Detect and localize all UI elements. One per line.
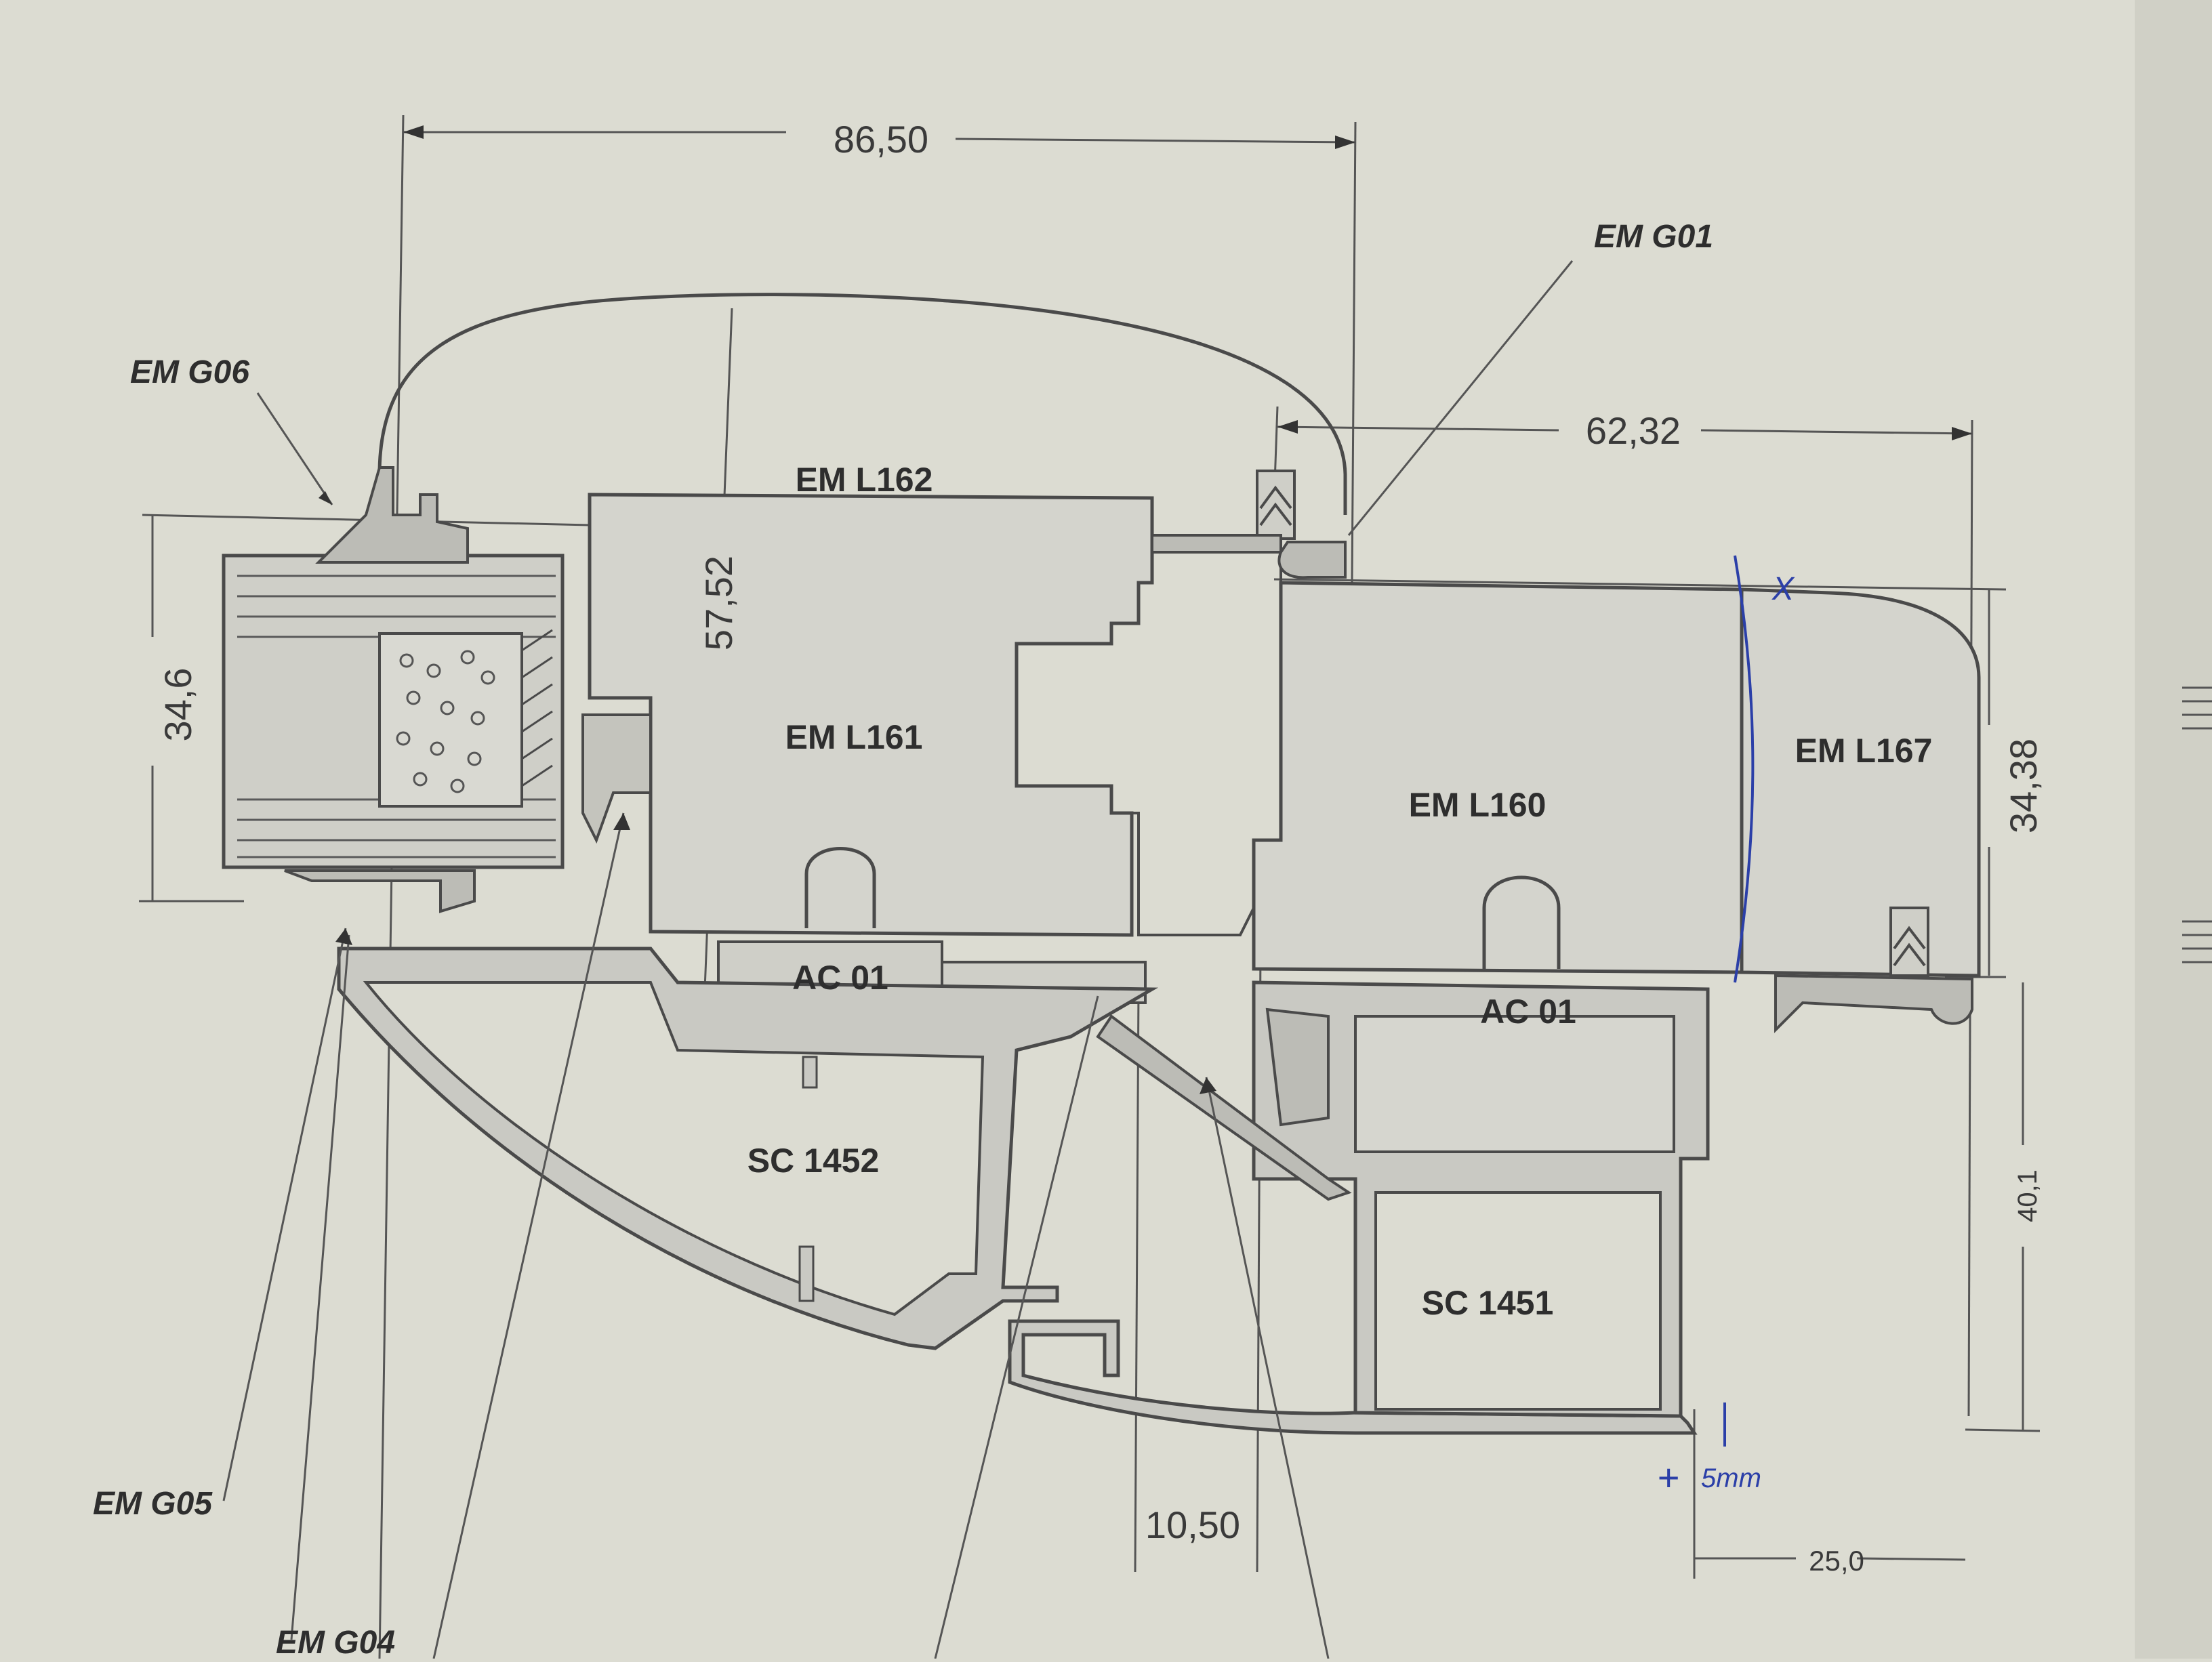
l160-slot [1482,875,1561,969]
step-connector [1017,534,1282,936]
sc1452-cavity [363,981,985,1316]
gasket-right-bottom [1774,974,1973,1033]
label-sc1452: SC 1452 [747,1142,880,1180]
label-em-l167: EM L167 [1795,732,1933,770]
fin-gasket-top [1256,470,1296,540]
label-em-l160: EM L160 [1409,786,1547,824]
gasket-strip-top [1151,534,1282,554]
fin-gasket-right [1889,907,1929,977]
page-edge-marks [2182,686,2212,963]
leader-lines [222,260,1574,1659]
glass-unit [222,554,565,869]
label-em-g05: EM G05 [93,1486,213,1522]
sc1452-fin-a [802,1056,818,1089]
label-ac01-right: AC 01 [1480,993,1576,1031]
dim-bottom-right: 25,0 [1809,1545,1864,1577]
sc1451-clip [1265,1007,1330,1127]
profile-em-l160 [1252,581,1744,974]
label-em-g06: EM G06 [130,354,249,390]
l161-clip [581,713,652,844]
page-edge [2135,0,2212,1659]
dim-right-height: 34,38 [2002,739,2045,833]
diagonal-rib [1096,1014,1352,1201]
l161-slot [804,847,876,928]
sc1451-upper-cavity [1354,1015,1675,1153]
dim-left-height: 34,6 [157,668,199,742]
label-em-g01: EM G01 [1594,219,1713,255]
handwritten-mark: X [1771,571,1795,607]
handwritten-plus: + [1657,1456,1679,1499]
gasket-g05-shape [284,869,476,913]
profile-em-l167 [1740,587,1981,978]
gasket-g01-shape [1277,541,1347,579]
outer-arc-line [377,293,1347,515]
dim-bottom-gap: 10,50 [1145,1503,1240,1546]
label-ac01-left: AC 01 [792,959,888,997]
dimension-arrows [403,125,1972,440]
sc1452-fin-b [798,1245,815,1302]
dim-mid-height: 57,52 [697,556,740,650]
label-sc1451: SC 1451 [1422,1284,1554,1322]
dim-top-width: 86,50 [834,118,928,161]
label-em-l161: EM L161 [785,718,923,756]
gasket-g06-shape [315,466,469,564]
dimension-lines [139,115,2041,1659]
label-em-l162: EM L162 [796,461,933,499]
label-em-g04: EM G04 [276,1625,395,1659]
sc1451-cavity [1374,1191,1662,1411]
handwritten-note: 5mm [1701,1463,1761,1493]
handwritten-line [1734,555,1755,983]
dim-right-lower-height: 40,1 [2013,1169,2043,1222]
leader-arrows [319,491,1216,1094]
dim-right-width: 62,32 [1586,409,1681,452]
